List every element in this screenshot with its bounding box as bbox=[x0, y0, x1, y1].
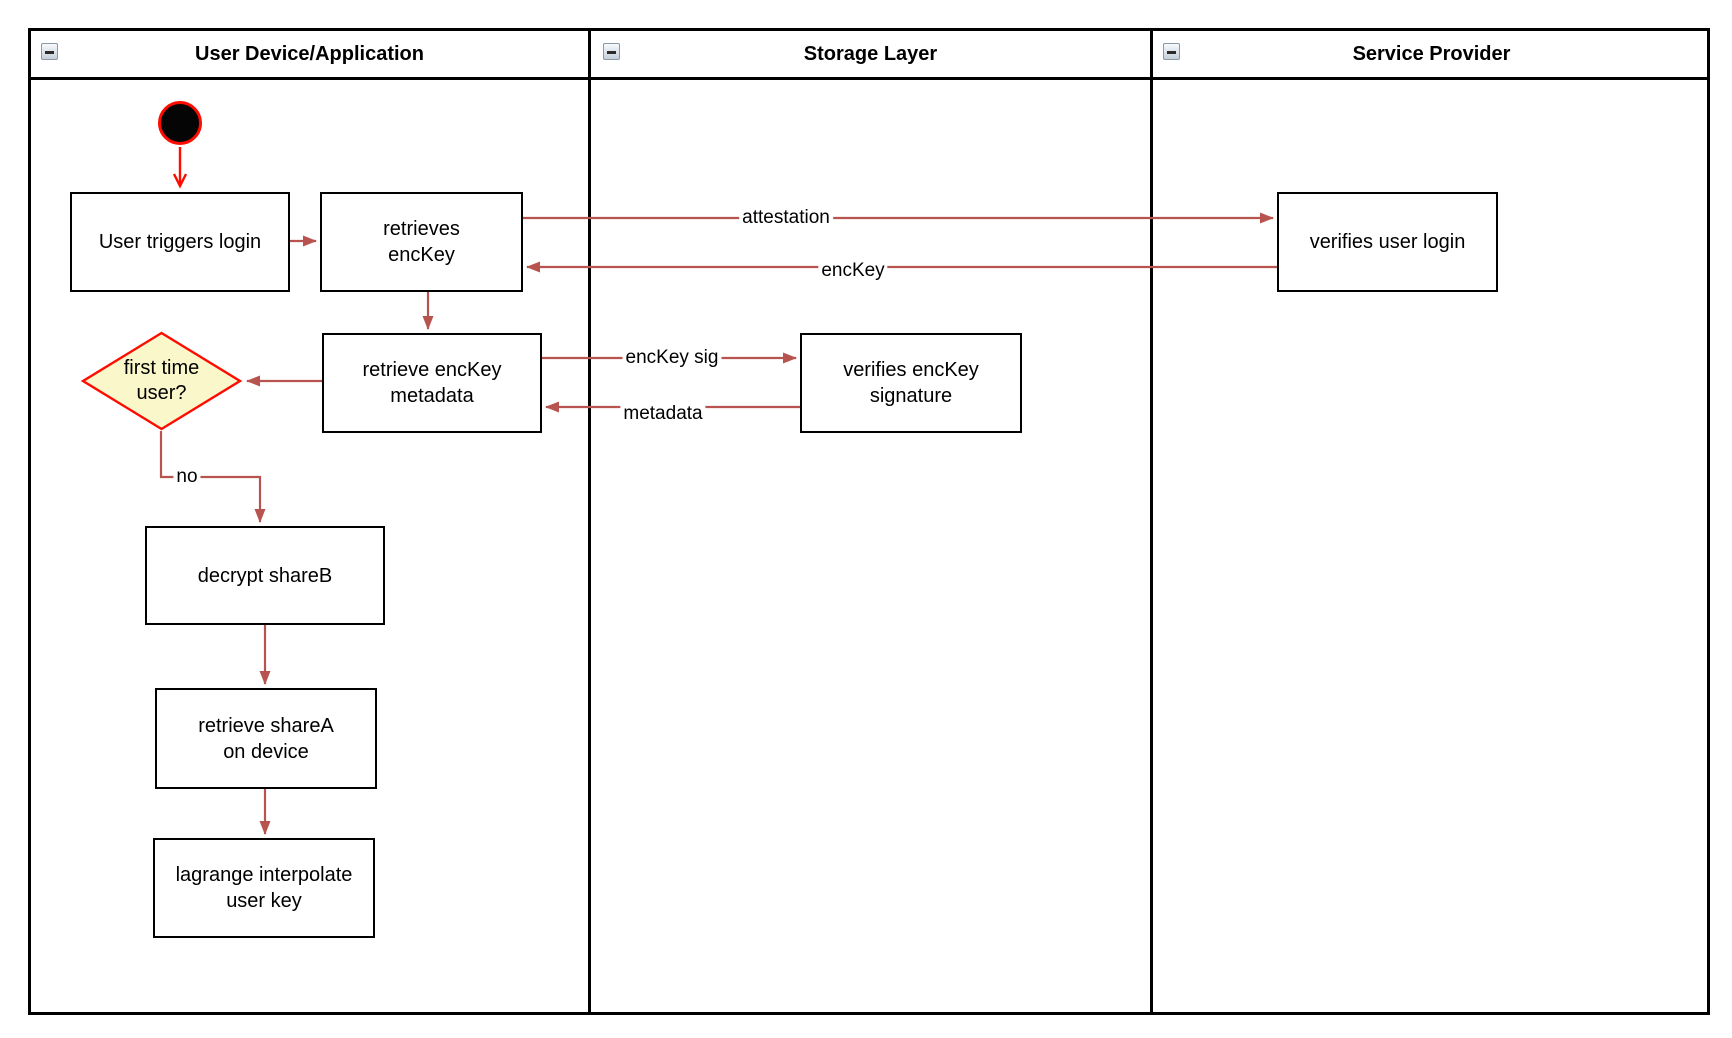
activity-lagrange-interpolate: lagrange interpolate user key bbox=[153, 838, 375, 938]
edge-label-enckey: encKey bbox=[818, 260, 888, 282]
activity-retrieve-enckey-metadata: retrieve encKey metadata bbox=[322, 333, 542, 433]
minus-glyph bbox=[1167, 51, 1176, 54]
lane-header-separator bbox=[31, 77, 1707, 80]
minus-glyph bbox=[45, 51, 54, 54]
activity-decrypt-shareb: decrypt shareB bbox=[145, 526, 385, 625]
lane-title-service-provider: Service Provider bbox=[1352, 42, 1511, 65]
minus-glyph bbox=[607, 51, 616, 54]
activity-retrieve-sharea: retrieve shareA on device bbox=[155, 688, 377, 789]
collapse-minus-icon[interactable] bbox=[603, 43, 620, 60]
edge-label-attestation: attestation bbox=[739, 207, 833, 229]
decision-first-time-user: first time user? bbox=[80, 331, 243, 431]
lane-divider-2 bbox=[1150, 31, 1153, 1012]
decision-diamond-shape bbox=[80, 331, 243, 431]
activity-retrieves-enckey: retrieves encKey bbox=[320, 192, 523, 292]
decision-label: first time user? bbox=[123, 357, 200, 404]
lane-divider-1 bbox=[588, 31, 591, 1012]
collapse-minus-icon[interactable] bbox=[41, 43, 58, 60]
initial-node bbox=[158, 101, 202, 145]
activity-verifies-user-login: verifies user login bbox=[1277, 192, 1498, 292]
edge-label-no: no bbox=[173, 466, 201, 488]
activity-user-triggers-login: User triggers login bbox=[70, 192, 290, 292]
lane-title-user-device: User Device/Application bbox=[195, 42, 424, 65]
edge-label-metadata: metadata bbox=[620, 403, 706, 425]
activity-verifies-enckey-signature: verifies encKey signature bbox=[800, 333, 1022, 433]
edge-label-enckey-sig: encKey sig bbox=[622, 347, 722, 369]
collapse-minus-icon[interactable] bbox=[1163, 43, 1180, 60]
lane-title-storage-layer: Storage Layer bbox=[803, 42, 938, 65]
